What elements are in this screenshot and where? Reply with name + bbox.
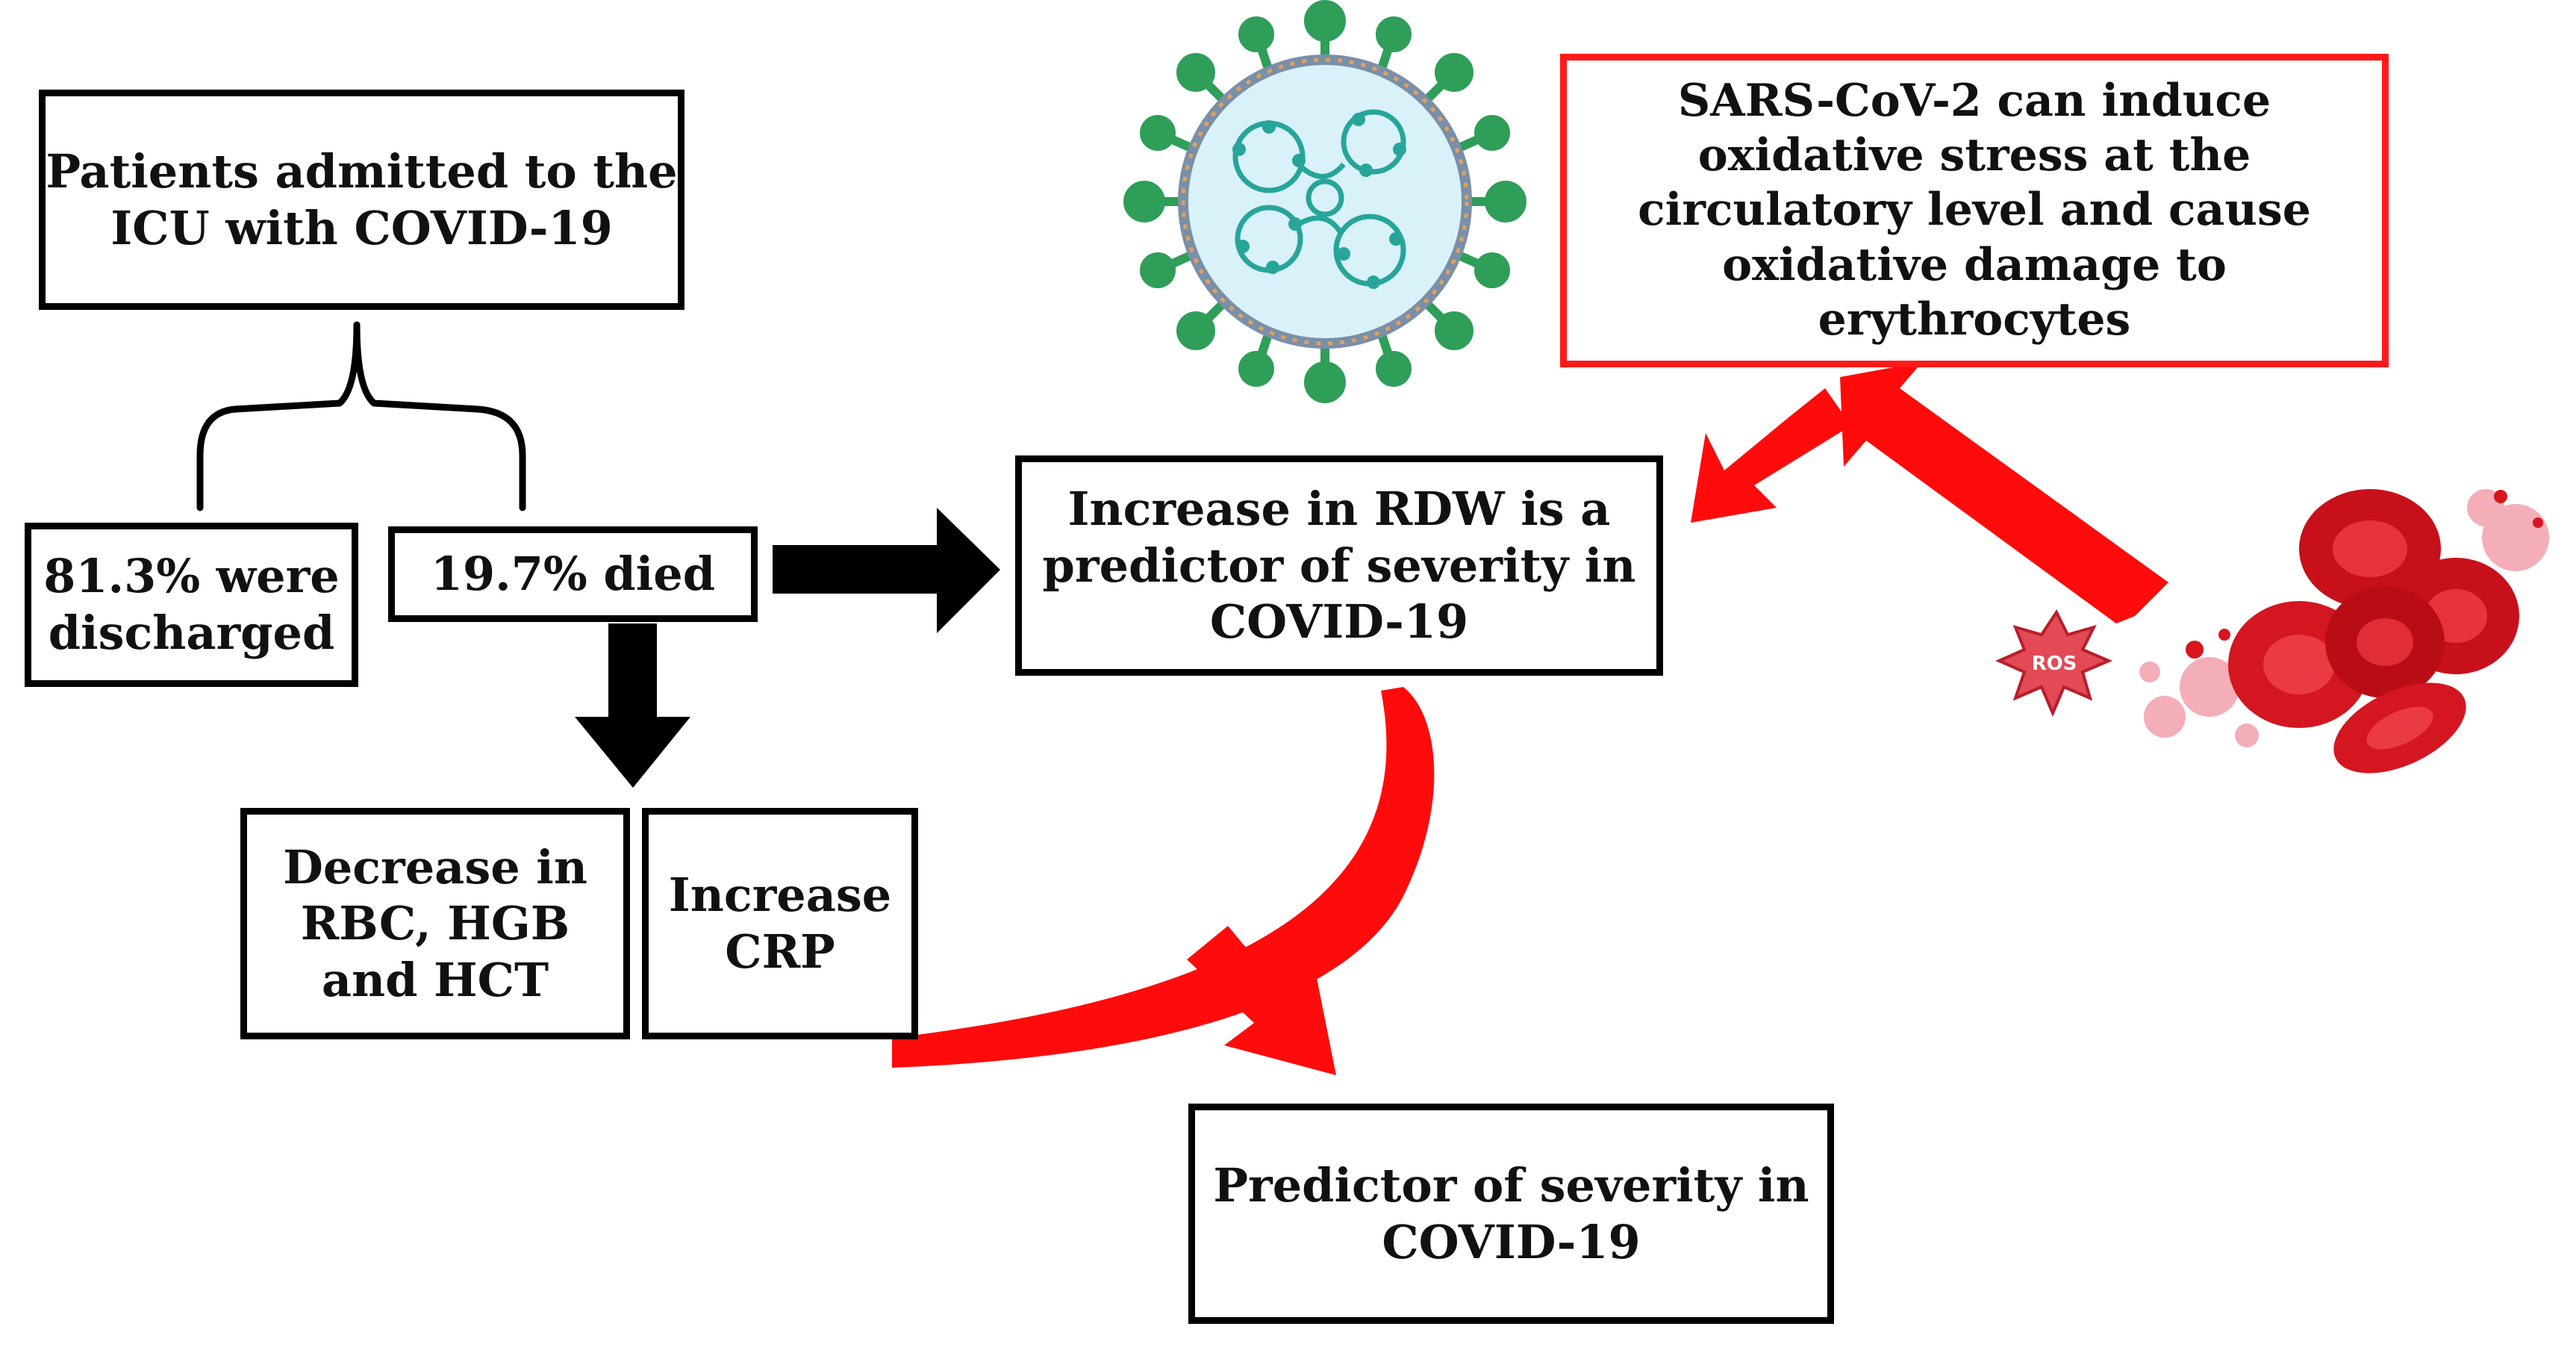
discharged-text: 81.3% were discharged xyxy=(43,549,340,660)
icu-patients-text: Patients admitted to the ICU with COVID-… xyxy=(46,143,678,255)
arrow-died-to-rdw xyxy=(773,508,1000,633)
split-brace xyxy=(196,321,526,511)
died-text: 19.7% died xyxy=(430,547,716,602)
red-blood-cells-icon: ROS xyxy=(1995,489,2549,774)
predictor-text: Predictor of severity in COVID-19 xyxy=(1213,1157,1809,1269)
died-box: 19.7% died xyxy=(388,526,758,622)
increase-crp-text: Increase CRP xyxy=(668,868,892,979)
decrease-rbc-box: Decrease in RBC, HGB and HCT xyxy=(240,808,630,1039)
sars-cov-2-box: SARS-CoV-2 can induce oxidative stress a… xyxy=(1560,54,2389,367)
increase-crp-box: Increase CRP xyxy=(642,808,918,1039)
red-arrows-oxidative xyxy=(1691,362,2168,623)
ros-label: ROS xyxy=(2032,653,2077,675)
discharged-box: 81.3% were discharged xyxy=(25,523,358,687)
ros-burst-icon xyxy=(1995,609,2113,718)
sars-cov-2-text: SARS-CoV-2 can induce oxidative stress a… xyxy=(1638,75,2311,346)
coronavirus-icon xyxy=(1123,0,1526,403)
rdw-increase-text: Increase in RDW is a predictor of severi… xyxy=(1042,482,1636,650)
icu-patients-box: Patients admitted to the ICU with COVID-… xyxy=(39,90,684,310)
decrease-rbc-text: Decrease in RBC, HGB and HCT xyxy=(283,839,587,1007)
rdw-increase-box: Increase in RDW is a predictor of severi… xyxy=(1015,455,1663,676)
predictor-box: Predictor of severity in COVID-19 xyxy=(1188,1104,1834,1324)
curved-arrow-to-predictor xyxy=(892,687,1435,1075)
arrow-died-to-decrease xyxy=(575,623,690,788)
